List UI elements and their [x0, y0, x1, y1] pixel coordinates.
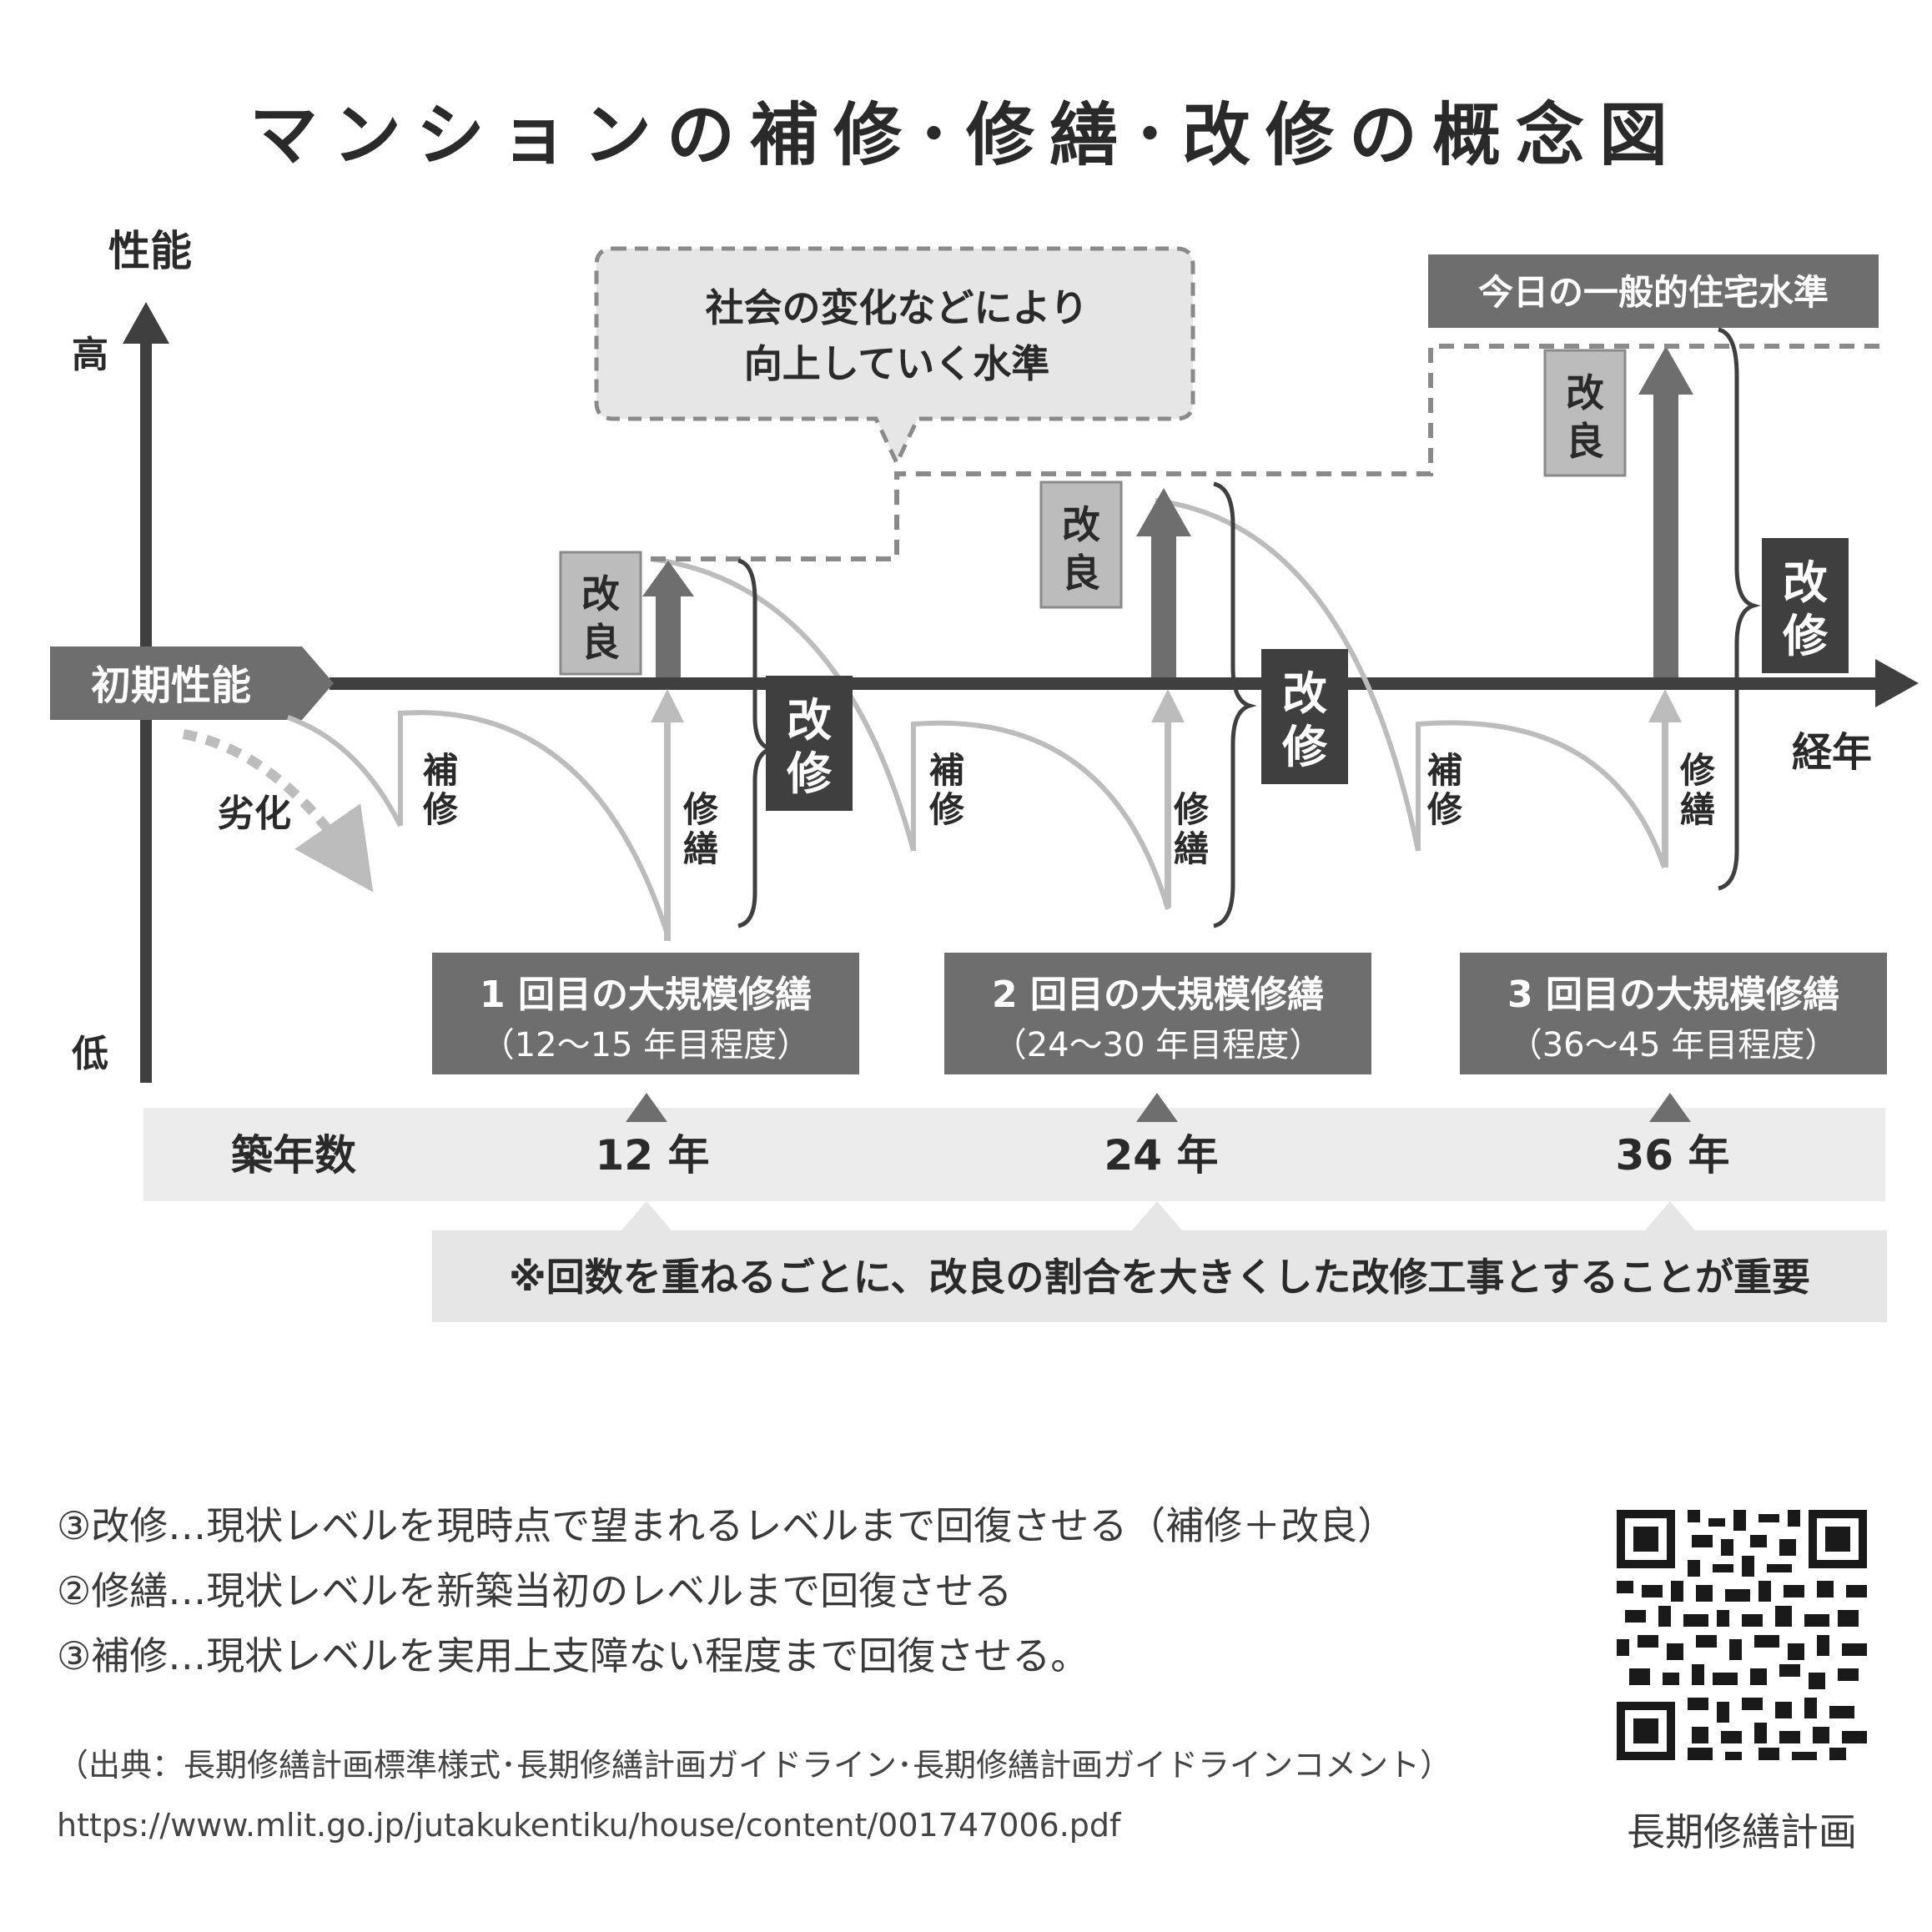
- svg-text:繕: 繕: [1174, 828, 1209, 869]
- svg-text:繕: 繕: [683, 828, 718, 869]
- svg-text:繕: 繕: [1680, 789, 1715, 830]
- rising-standard-line: [651, 344, 1881, 561]
- decay-curves: [287, 498, 1667, 935]
- kairyo-boxes: 改 良 改 良 改 良: [559, 349, 1627, 676]
- svg-text:1 回目の大規模修繕: 1 回目の大規模修繕: [480, 974, 812, 1016]
- year-12: 12 年: [596, 1131, 710, 1180]
- svg-text:良: 良: [1566, 419, 1604, 464]
- svg-text:修: 修: [1282, 721, 1328, 773]
- y-axis-label: 性能: [108, 227, 192, 275]
- svg-text:改: 改: [1282, 667, 1327, 720]
- building-age-label: 築年数: [231, 1131, 356, 1180]
- repair-arrows: [651, 689, 1682, 941]
- note-text: ※回数を重ねるごとに、改良の割合を大きくした改修工事とすることが重要: [509, 1255, 1810, 1300]
- svg-text:（24～30 年目程度）: （24～30 年目程度）: [994, 1026, 1323, 1064]
- svg-text:補: 補: [929, 750, 964, 791]
- svg-text:改: 改: [787, 694, 832, 747]
- degradation: 劣化: [182, 729, 374, 893]
- svg-text:補: 補: [1427, 750, 1462, 791]
- svg-text:修: 修: [1174, 789, 1210, 830]
- svg-text:修: 修: [683, 789, 719, 830]
- svg-text:良: 良: [581, 620, 620, 665]
- source-block: （出典：長期修繕計画標準様式･長期修繕計画ガイドライン･長期修繕計画ガイドライン…: [57, 1735, 1452, 1855]
- degradation-label: 劣化: [218, 792, 291, 835]
- definition-kaishu: ③改修…現状レベルを現時点で望まれるレベルまで回復させる（補修＋改良）: [57, 1503, 1396, 1548]
- major-repair-1: [432, 953, 859, 1074]
- kaishu-box-1: [766, 676, 853, 811]
- y-axis: 性能 高 低: [72, 227, 192, 1083]
- svg-text:今日の一般的住宅水準: 今日の一般的住宅水準: [1478, 272, 1829, 313]
- svg-text:修: 修: [1680, 750, 1716, 791]
- improvement-arrows: [642, 346, 1693, 677]
- qr-caption: 長期修繕計画: [1627, 1809, 1857, 1854]
- svg-text:（12～15 年目程度）: （12～15 年目程度）: [481, 1026, 811, 1064]
- diagram-title: マンションの補修･修繕･改修の概念図: [249, 96, 1683, 175]
- major-repair-2: [944, 953, 1371, 1074]
- svg-text:初期性能: 初期性能: [91, 662, 251, 709]
- x-axis: 経年: [330, 659, 1919, 776]
- y-axis-low: 低: [72, 1033, 108, 1075]
- svg-text:3 回目の大規模修繕: 3 回目の大規模修繕: [1507, 974, 1839, 1016]
- svg-text:修: 修: [929, 789, 965, 830]
- definition-shuzen: ②修繕…現状レベルを新築当初のレベルまで回復させる: [57, 1568, 1013, 1613]
- major-repair-boxes: 1 回目の大規模修繕 （12～15 年目程度） 2 回目の大規模修繕 （24～3…: [432, 953, 1887, 1074]
- qr-code-icon: [1617, 1510, 1867, 1760]
- building-age-band: 築年数 12 年 24 年 36 年: [143, 1093, 1885, 1201]
- svg-text:修: 修: [787, 747, 833, 800]
- svg-text:良: 良: [1062, 551, 1100, 596]
- svg-text:修: 修: [1427, 789, 1463, 830]
- note-box: ※回数を重ねるごとに、改良の割合を大きくした改修工事とすることが重要: [432, 1201, 1887, 1322]
- year-24: 24 年: [1104, 1131, 1219, 1180]
- definition-hoshu: ③補修…現状レベルを実用上支障ない程度まで回復させる。: [57, 1633, 1089, 1678]
- society-callout: 社会の変化などにより 向上していく水準: [594, 246, 1195, 468]
- svg-text:改: 改: [1566, 370, 1604, 415]
- svg-text:改: 改: [581, 571, 620, 616]
- major-repair-3: [1460, 953, 1887, 1074]
- definitions-list: ③改修…現状レベルを現時点で望まれるレベルまで回復させる（補修＋改良） ②修繕……: [57, 1493, 1396, 1688]
- svg-text:2 回目の大規模修繕: 2 回目の大規模修繕: [992, 974, 1324, 1016]
- kairyo-box-2: [1039, 480, 1123, 609]
- svg-text:改: 改: [1062, 502, 1100, 547]
- year-36: 36 年: [1616, 1131, 1730, 1180]
- source-text: （出典：長期修繕計画標準様式･長期修繕計画ガイドライン･長期修繕計画ガイドライン…: [57, 1747, 1452, 1784]
- concept-diagram: マンションの補修･修繕･改修の概念図 性能 高 低 経年 初期性能 劣化: [50, 96, 1919, 1322]
- y-axis-arrow-icon: [123, 302, 169, 344]
- initial-performance-tag: 初期性能: [50, 647, 334, 720]
- source-url[interactable]: https://www.mlit.go.jp/jutakukentiku/hou…: [57, 1807, 1121, 1844]
- kairyo-box-3: [1543, 349, 1627, 477]
- y-axis-high: 高: [72, 334, 108, 376]
- hoshu-labels: 補 修 補 修 補 修: [423, 750, 1463, 830]
- society-callout-line2: 向上していく水準: [744, 341, 1050, 386]
- society-callout-line1: 社会の変化などにより: [705, 285, 1088, 330]
- kaishu-boxes: 改 修 改 修 改 修: [766, 538, 1849, 811]
- kaishu-box-3: [1762, 538, 1849, 673]
- svg-text:補: 補: [423, 750, 458, 791]
- shuzen-labels: 修 繕 修 繕 修 繕: [683, 750, 1716, 869]
- x-axis-arrow-icon: [1875, 659, 1919, 707]
- svg-text:修: 修: [1783, 610, 1829, 662]
- x-axis-label: 経年: [1792, 729, 1872, 776]
- kairyo-box-1: [559, 551, 642, 676]
- general-standard-tag: 今日の一般的住宅水準: [1428, 254, 1879, 328]
- qr-code[interactable]: [1617, 1510, 1867, 1763]
- svg-text:改: 改: [1783, 556, 1828, 609]
- svg-text:修: 修: [423, 789, 459, 830]
- svg-text:（36～45 年目程度）: （36～45 年目程度）: [1509, 1026, 1839, 1064]
- kaishu-box-2: [1261, 649, 1348, 784]
